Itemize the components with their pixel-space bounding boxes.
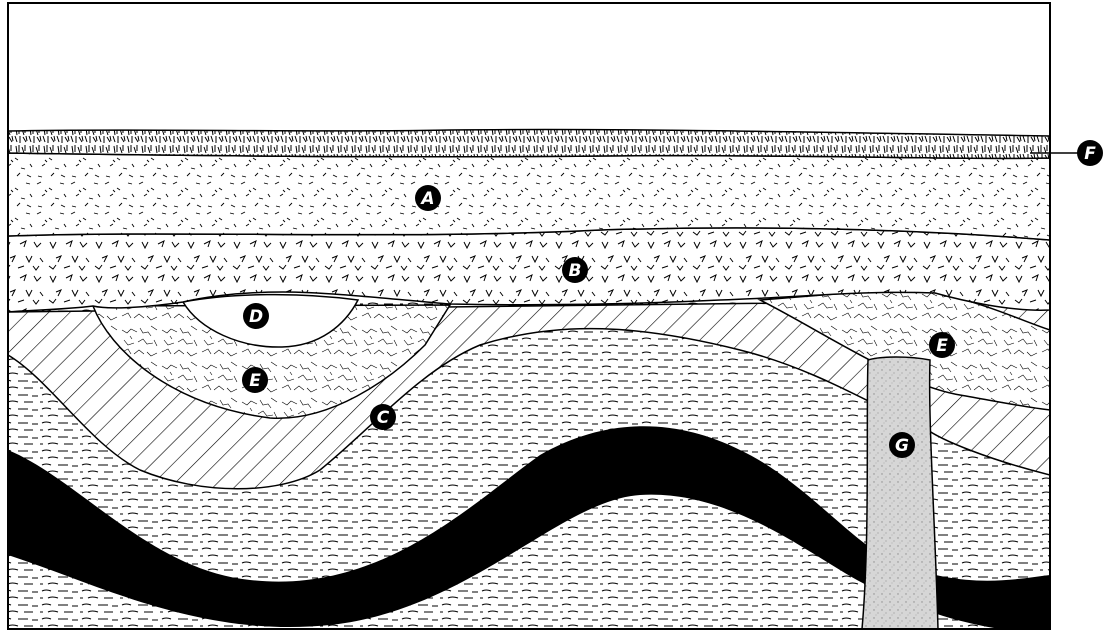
label-d-text: D <box>249 307 263 327</box>
label-e-left: E <box>242 367 268 393</box>
label-c-text: C <box>377 408 390 428</box>
intrusion-g <box>862 357 938 629</box>
label-b-text: B <box>569 261 582 281</box>
label-d: D <box>243 303 269 329</box>
label-g-text: G <box>895 436 909 456</box>
label-e-right-text: E <box>936 336 948 356</box>
label-e-left-text: E <box>249 371 261 391</box>
label-c: C <box>370 404 396 430</box>
layer-f <box>8 130 1050 159</box>
label-f-text: F <box>1084 144 1096 164</box>
label-b: B <box>562 257 588 283</box>
label-a-text: A <box>419 189 434 209</box>
label-g: G <box>889 432 915 458</box>
label-a: A <box>415 185 441 211</box>
label-f: F <box>1077 140 1103 166</box>
layer-a <box>8 153 1050 240</box>
label-e-right: E <box>929 332 955 358</box>
